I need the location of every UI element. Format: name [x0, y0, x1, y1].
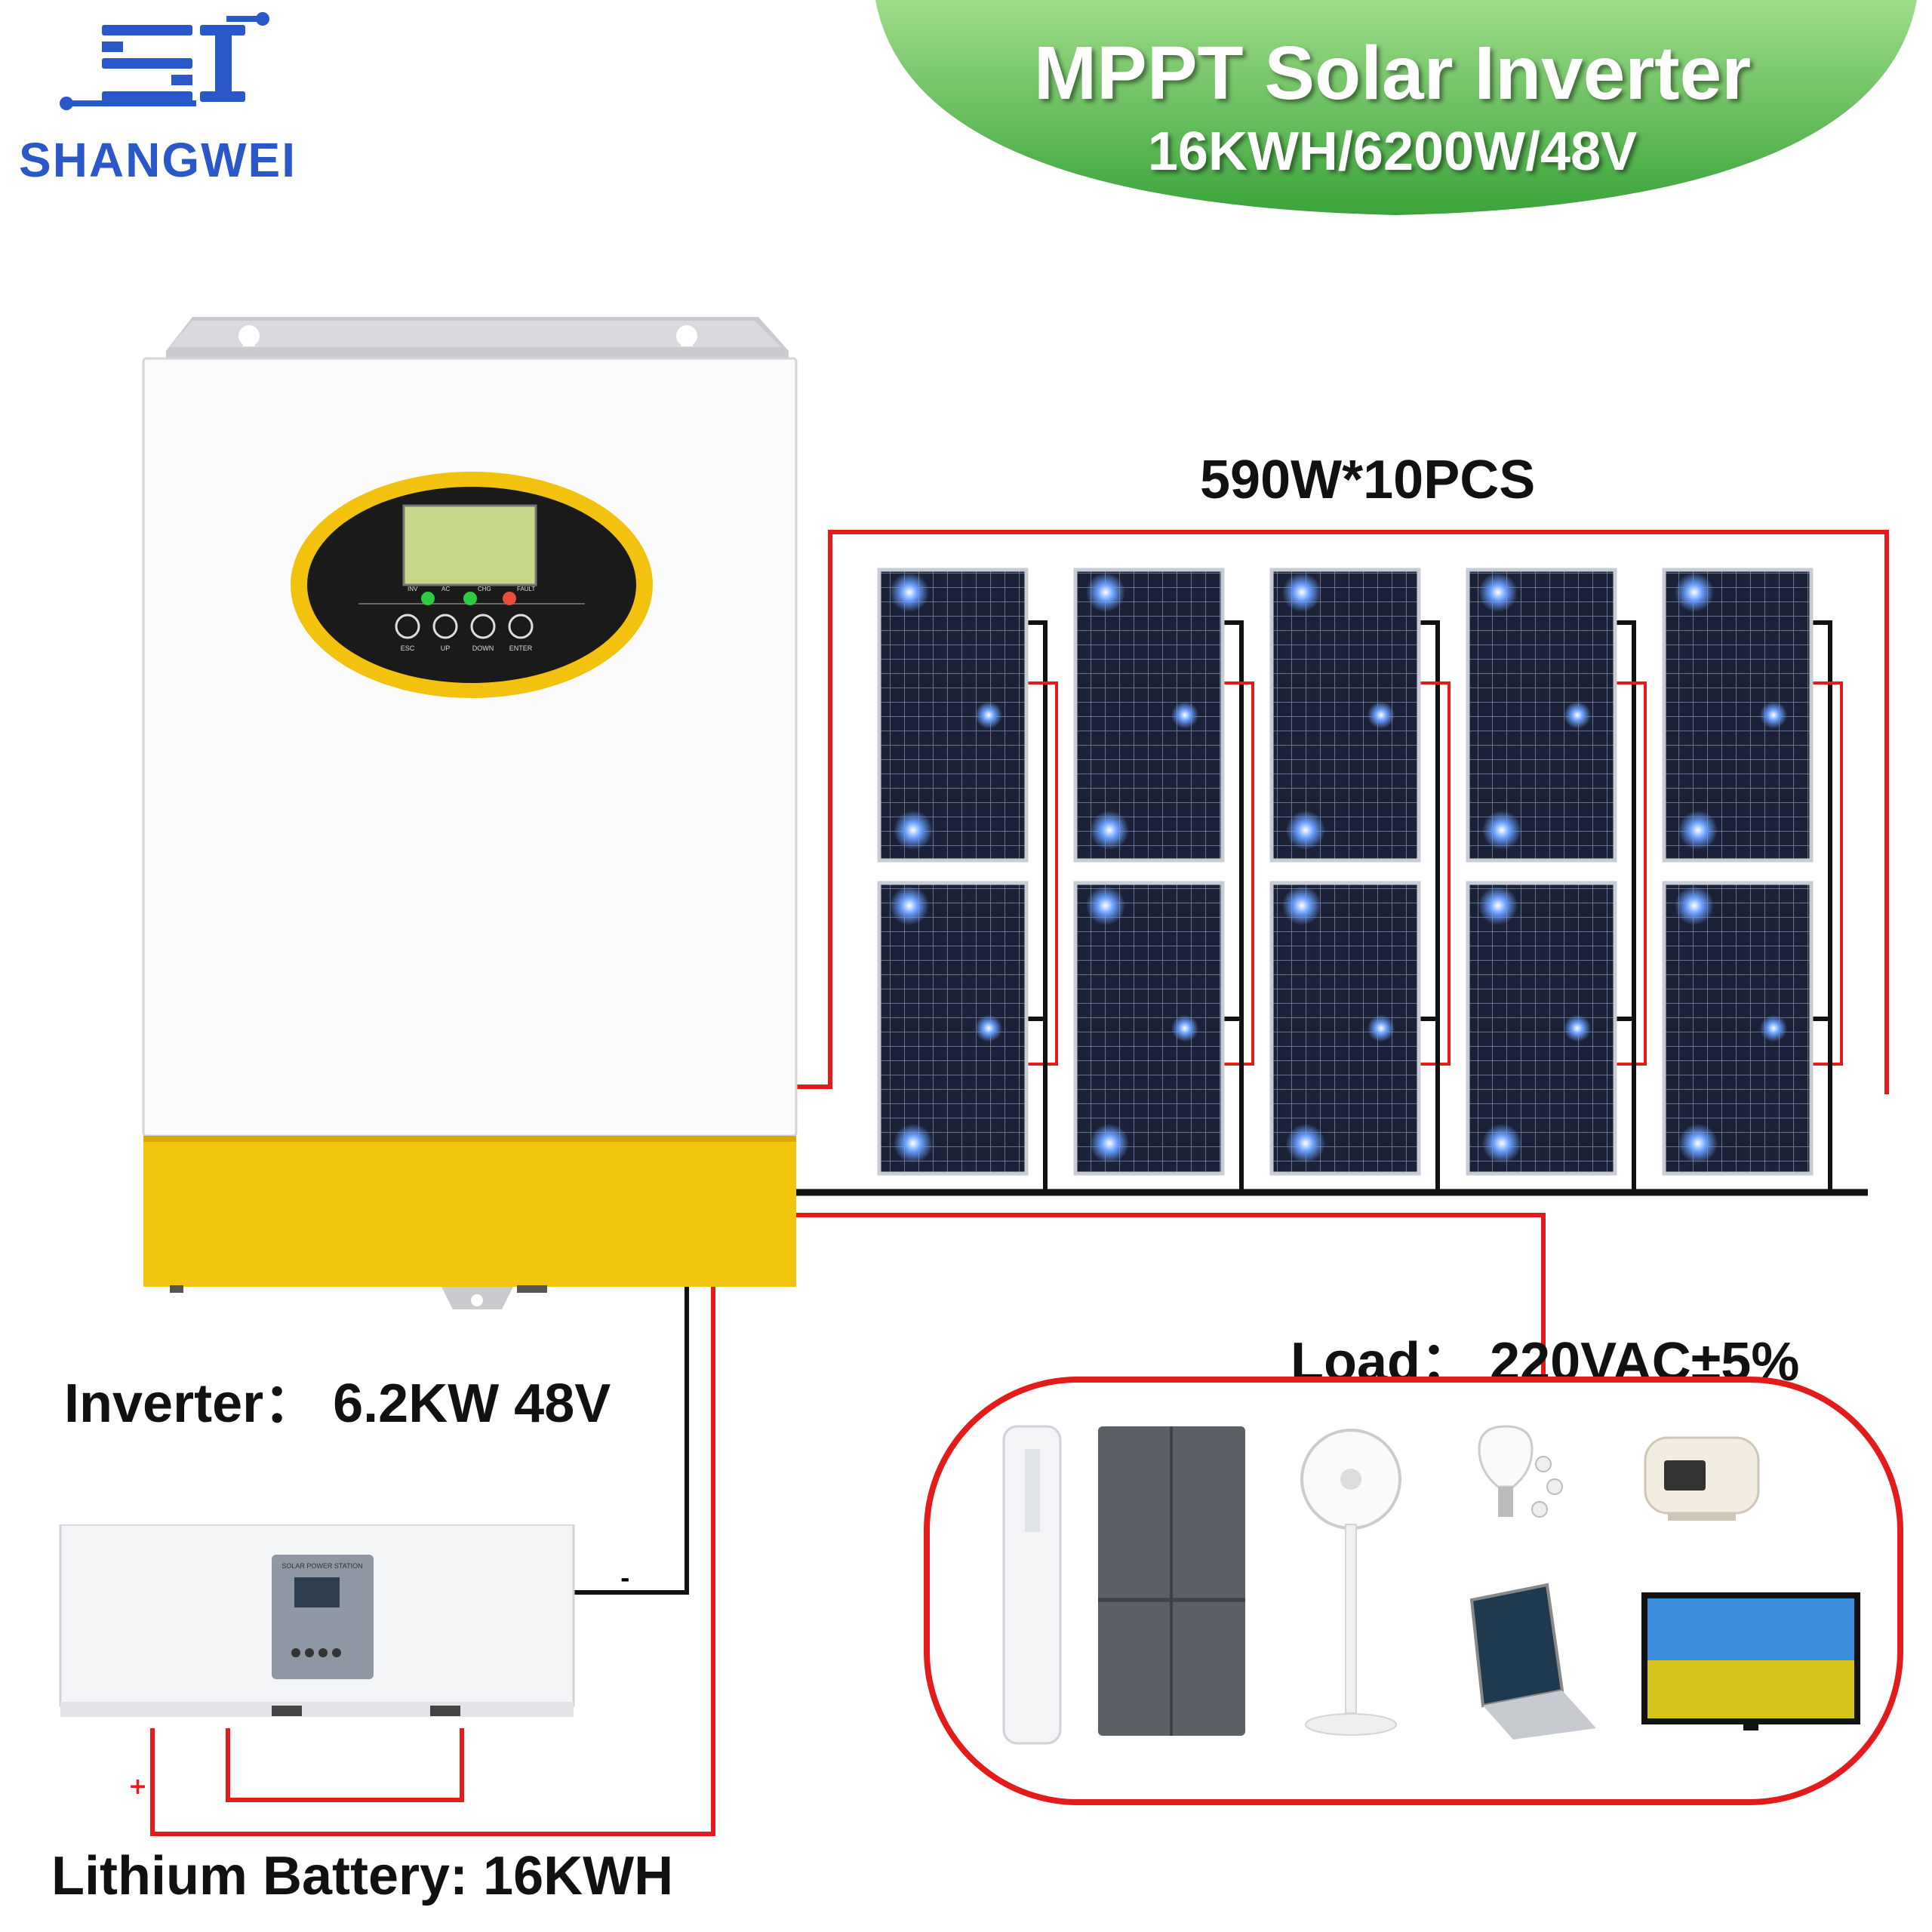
battery-label: Lithium Battery: 16KWH — [51, 1846, 674, 1906]
banner-background — [875, 0, 1917, 215]
string-positive-wire — [1811, 681, 1843, 1066]
up-button — [432, 614, 458, 639]
led-label: INV — [408, 586, 418, 592]
down-button — [470, 614, 496, 639]
television-icon — [1641, 1592, 1860, 1730]
solar-panel-icon — [1662, 568, 1814, 863]
btn-label: DOWN — [472, 645, 494, 652]
load-appliances — [924, 1377, 1903, 1805]
lcd-screen — [402, 504, 537, 586]
solar-panel-icon — [1073, 568, 1225, 863]
pv-positive-wire — [781, 530, 1889, 1094]
string-positive-wire — [1615, 681, 1647, 1066]
light-bulb-icon — [1478, 1425, 1563, 1518]
banner-title: MPPT Solar Inverter — [1033, 31, 1752, 115]
string-negative-wire — [1615, 620, 1636, 1021]
enter-button — [508, 614, 534, 639]
battery-negative-wire — [574, 1283, 689, 1595]
solar-panel-icon — [877, 568, 1029, 863]
positive-sign: + — [128, 1774, 148, 1800]
battery-link-wire — [226, 1728, 464, 1802]
logo-mark-icon — [60, 12, 269, 110]
string-positive-wire — [1419, 681, 1451, 1066]
negative-sign: - — [620, 1566, 630, 1592]
string-negative-wire — [1419, 620, 1440, 1021]
refrigerator-icon — [1098, 1426, 1245, 1736]
inverter-label: Inverter： 6.2KW 48V — [64, 1374, 611, 1434]
string-negative-wire — [1223, 620, 1244, 1021]
solar-panel-icon — [1466, 881, 1617, 1176]
inverter: ESC UP DOWN ENTER INV AC CHG FAULT — [142, 317, 798, 1309]
banner-subtitle: 16KWH/6200W/48V — [1147, 122, 1638, 182]
laptop-icon — [1469, 1583, 1596, 1740]
ac-load-wire — [789, 1213, 1546, 1381]
led-chg — [463, 592, 477, 605]
solar-panel-icon — [1662, 881, 1814, 1176]
fan-icon — [1300, 1429, 1401, 1736]
btn-label: ENTER — [509, 645, 533, 652]
string-negative-wire — [1811, 620, 1832, 1021]
btn-label: ESC — [401, 645, 415, 652]
air-conditioner-icon — [1002, 1425, 1062, 1745]
solar-panel-icon — [1269, 881, 1421, 1176]
led-label: FAULT — [517, 586, 535, 592]
battery-positive-wire — [150, 1283, 715, 1836]
led-inv — [421, 592, 435, 605]
led-fault — [503, 592, 516, 605]
solar-panel-array — [877, 568, 1814, 1176]
lithium-battery: SOLAR POWER STATION — [59, 1524, 575, 1717]
panels-label: 590W*10PCS — [1200, 450, 1536, 510]
solar-panel-icon — [1466, 568, 1617, 863]
brand-name: SHANGWEI — [19, 133, 297, 187]
rice-cooker-icon — [1644, 1436, 1760, 1521]
led-label: AC — [441, 586, 450, 592]
esc-button — [395, 614, 420, 639]
solar-panel-icon — [1073, 881, 1225, 1176]
btn-label: UP — [441, 645, 451, 652]
led-label: CHG — [478, 586, 491, 592]
battery-panel-title: SOLAR POWER STATION — [281, 1562, 362, 1570]
string-negative-wire — [1026, 620, 1048, 1021]
string-positive-wire — [1026, 681, 1058, 1066]
solar-panel-icon — [1269, 568, 1421, 863]
string-positive-wire — [1223, 681, 1254, 1066]
solar-panel-icon — [877, 881, 1029, 1176]
